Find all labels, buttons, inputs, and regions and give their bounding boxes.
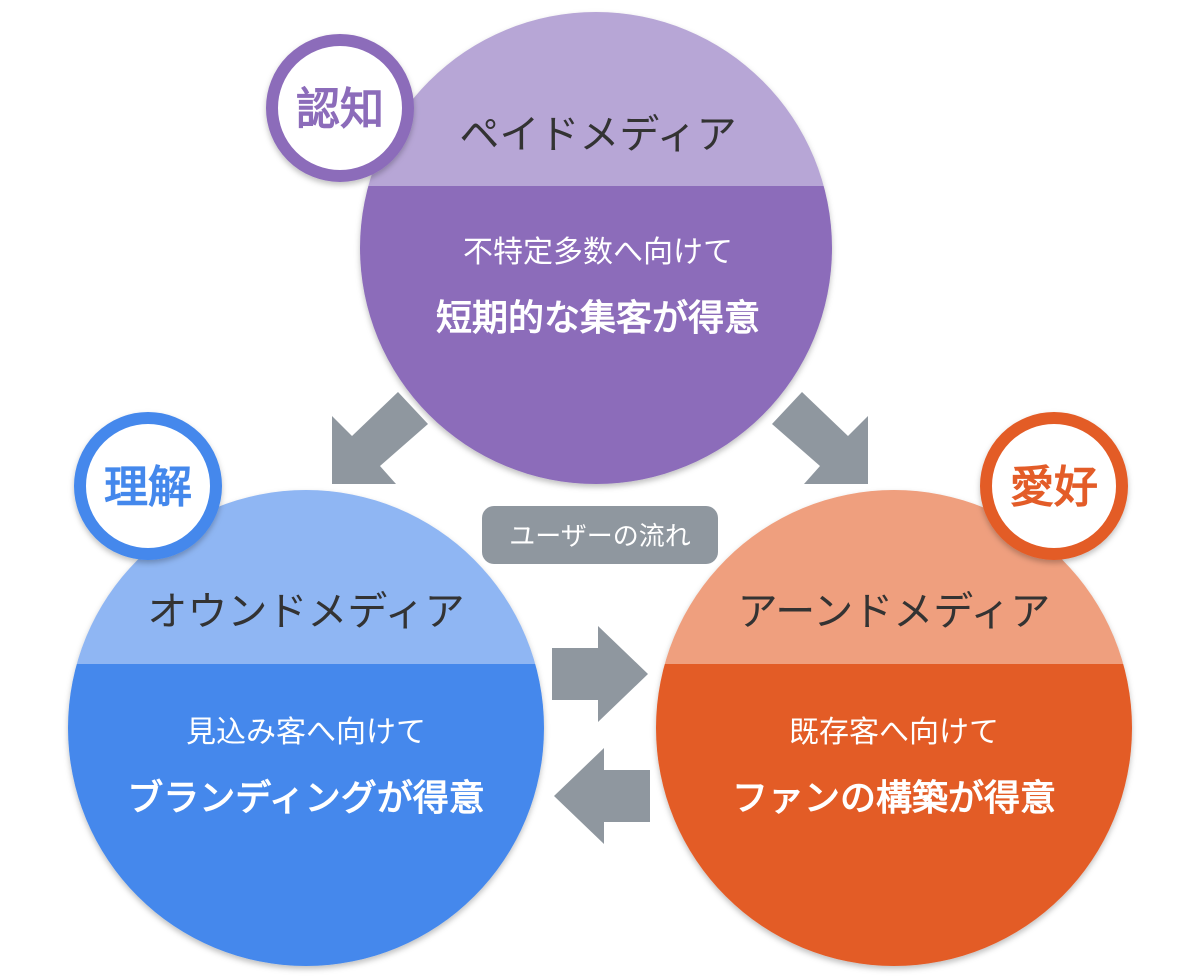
arrow-owned-to-earned	[552, 626, 648, 722]
paid-media-header-band	[360, 12, 832, 186]
paid-media-title: ペイドメディア	[459, 112, 736, 158]
earned-media-description-line1: 既存客へ向けて	[789, 715, 999, 750]
arrow-paid-to-earned	[772, 392, 868, 484]
paid-media-description-line2: 短期的な集客が得意	[436, 298, 760, 339]
badge-understanding: 理解	[74, 412, 222, 560]
badge-affinity-label: 愛好	[1010, 462, 1098, 513]
paid-media-description-line1: 不特定多数へ向けて	[463, 235, 733, 270]
badge-affinity: 愛好	[980, 412, 1128, 560]
badge-awareness: 認知	[266, 34, 414, 182]
arrow-paid-to-owned	[332, 392, 428, 484]
paid-media-body	[360, 186, 832, 484]
owned-media-body	[68, 664, 544, 966]
user-flow-label: ユーザーの流れ	[482, 506, 718, 564]
earned-media-title: アーンドメディア	[738, 589, 1051, 635]
owned-media-description-line1: 見込み客へ向けて	[186, 715, 426, 750]
earned-media-body	[656, 664, 1132, 966]
arrow-earned-to-owned	[554, 748, 650, 844]
owned-media-title: オウンドメディア	[147, 589, 464, 635]
earned-media-description-line2: ファンの構築が得意	[732, 778, 1056, 819]
badge-understanding-label: 理解	[104, 462, 192, 513]
badge-awareness-label: 認知	[296, 84, 384, 135]
owned-media-description-line2: ブランディングが得意	[127, 777, 484, 819]
user-flow-label-text: ユーザーの流れ	[509, 522, 690, 552]
